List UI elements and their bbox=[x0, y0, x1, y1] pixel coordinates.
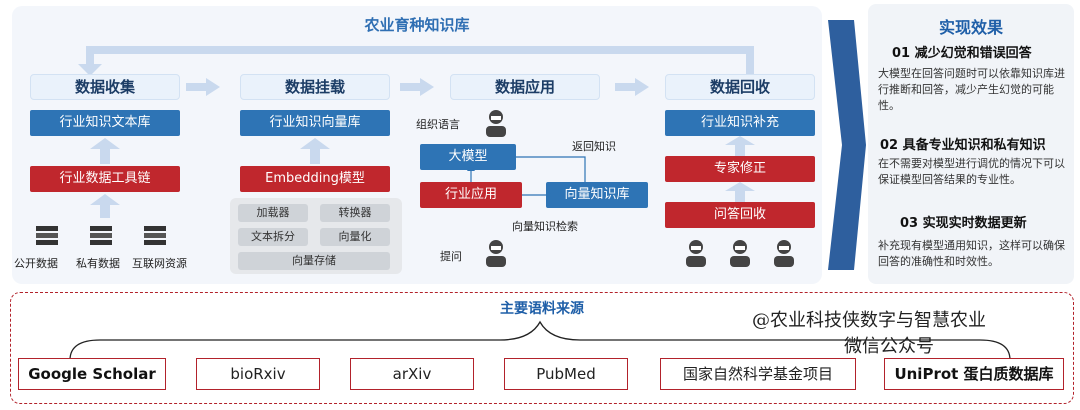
label-return-knowledge: 返回知识 bbox=[572, 140, 616, 153]
embedding-model: Embedding模型 bbox=[240, 166, 390, 192]
stage-data-application: 数据应用 bbox=[450, 74, 600, 100]
effect-1-body: 大模型在回答问题时可以依靠知识库进行推断和回答，减少产生幻觉的可能性。 bbox=[878, 67, 1065, 112]
industry-data-toolchain: 行业数据工具链 bbox=[30, 166, 180, 192]
expert-correction: 专家修正 bbox=[665, 156, 815, 182]
arrow-right-icon bbox=[615, 78, 649, 96]
watermark-line1: @农业科技侠数字与智慧农业 bbox=[752, 310, 986, 331]
stage-data-mounting: 数据挂载 bbox=[240, 74, 390, 100]
books-icon bbox=[90, 226, 112, 245]
label-organize-language: 组织语言 bbox=[416, 118, 460, 131]
effect-3-body: 补充现有模型通用知识，这样可以确保回答的准确性和时效性。 bbox=[878, 239, 1065, 268]
user-icon bbox=[486, 110, 506, 137]
llm-box: 大模型 bbox=[420, 144, 516, 170]
arrow-right-icon bbox=[186, 78, 220, 96]
industry-knowledge-supplement: 行业知识补充 bbox=[665, 110, 815, 136]
books-icon bbox=[36, 226, 58, 245]
arrow-up-icon bbox=[725, 182, 755, 202]
source-uniprot: UniProt 蛋白质数据库 bbox=[884, 358, 1064, 390]
effect-3-head: 03 实现实时数据更新 bbox=[900, 216, 1027, 231]
source-public-data: 公开数据 bbox=[14, 257, 58, 270]
vector-knowledge-db-box: 向量知识库 bbox=[546, 182, 648, 208]
sources-title: 主要语料来源 bbox=[500, 301, 584, 317]
user-icon bbox=[730, 240, 750, 267]
effects-title: 实现效果 bbox=[938, 18, 1003, 37]
user-icon bbox=[686, 240, 706, 267]
effect-2-body: 在不需要对模型进行调优的情况下可以保证模型回答结果的专业性。 bbox=[878, 157, 1065, 186]
chevron-right-icon bbox=[828, 20, 866, 270]
chip-vectorize: 向量化 bbox=[320, 228, 390, 246]
chip-loader: 加载器 bbox=[238, 204, 308, 222]
user-icon bbox=[486, 240, 506, 267]
industry-application-box: 行业应用 bbox=[420, 182, 522, 208]
effects-panel bbox=[868, 4, 1074, 284]
qa-recycling: 问答回收 bbox=[665, 202, 815, 228]
feedback-loop-arrow bbox=[78, 46, 754, 76]
watermark-line2: 微信公众号 bbox=[844, 336, 934, 357]
chip-converter: 转换器 bbox=[320, 204, 390, 222]
source-private-data: 私有数据 bbox=[76, 257, 120, 270]
source-google-scholar: Google Scholar bbox=[18, 358, 166, 390]
books-icon bbox=[144, 226, 166, 245]
stage-data-collection: 数据收集 bbox=[30, 74, 180, 100]
industry-text-library: 行业知识文本库 bbox=[30, 110, 180, 136]
source-arxiv: arXiv bbox=[350, 358, 474, 390]
source-internet: 互联网资源 bbox=[132, 257, 187, 270]
label-ask: 提问 bbox=[440, 250, 462, 263]
arrow-up-icon bbox=[90, 138, 120, 164]
label-vector-search: 向量知识检索 bbox=[512, 220, 578, 233]
sources-bracket bbox=[69, 320, 1011, 361]
source-biorxiv: bioRxiv bbox=[196, 358, 320, 390]
sources-panel bbox=[10, 292, 1074, 404]
effect-2-head: 02 具备专业知识和私有知识 bbox=[880, 138, 1046, 153]
source-pubmed: PubMed bbox=[504, 358, 628, 390]
arrow-up-icon bbox=[725, 136, 755, 156]
main-title: 农业育种知识库 bbox=[364, 16, 470, 34]
chip-text-split: 文本拆分 bbox=[238, 228, 308, 246]
source-nsfc: 国家自然科学基金项目 bbox=[660, 358, 856, 390]
arrow-up-icon bbox=[90, 194, 120, 218]
industry-vector-library: 行业知识向量库 bbox=[240, 110, 390, 136]
arrow-up-icon bbox=[300, 138, 330, 164]
stage-data-recycling: 数据回收 bbox=[665, 74, 815, 100]
application-flow-arrows bbox=[467, 156, 586, 199]
arrow-right-icon bbox=[400, 78, 434, 96]
user-icon bbox=[774, 240, 794, 267]
chip-vector-store: 向量存储 bbox=[238, 252, 390, 270]
effect-1-head: 01 减少幻觉和错误回答 bbox=[892, 46, 1032, 61]
